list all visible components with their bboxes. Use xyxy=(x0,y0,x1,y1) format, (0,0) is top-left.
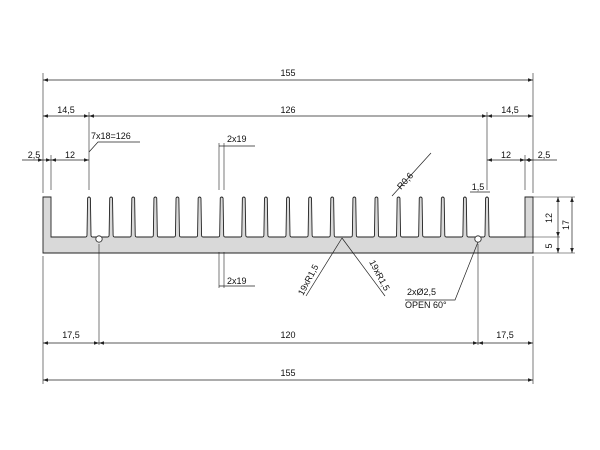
label-hole-note-1: 2xØ2,5 xyxy=(407,287,436,297)
label-fin-height: 12 xyxy=(544,213,554,223)
dimension-arrowhead xyxy=(43,78,48,82)
mount-hole-right xyxy=(474,235,482,243)
dimension-arrowhead xyxy=(89,114,94,118)
dimension-arrowhead xyxy=(43,341,48,345)
dimension-arrowhead xyxy=(528,114,533,118)
label-overall-width-bottom: 155 xyxy=(280,368,295,378)
dimension-arrowhead xyxy=(473,341,478,345)
dimension-arrowhead xyxy=(528,158,533,162)
dimension-arrowhead xyxy=(556,248,560,253)
label-hole-note-2: OPEN 60° xyxy=(405,300,447,310)
label-fin-span: 126 xyxy=(280,105,295,115)
dimension-arrowhead xyxy=(570,197,574,202)
extension-lines xyxy=(42,73,575,384)
label-slot-bottom: 2x19 xyxy=(227,276,247,286)
heatsink-outline xyxy=(42,196,534,254)
label-root-radius-right: 19xR1,5 xyxy=(367,258,392,292)
label-edge-left: 2,5 xyxy=(28,150,41,160)
mount-hole-left xyxy=(95,235,103,243)
label-margin-right-top: 14,5 xyxy=(501,105,519,115)
fin-pitch-leader xyxy=(88,141,140,153)
label-total-height: 17 xyxy=(561,220,571,230)
hole-note-leader xyxy=(405,241,479,301)
dimension-arrowhead xyxy=(84,158,89,162)
dimension-lines xyxy=(22,79,573,381)
label-fin-pitch: 7x18=126 xyxy=(91,131,131,141)
fin-radius-leader xyxy=(391,152,432,197)
dimension-arrows xyxy=(38,78,574,382)
root-radius-leader-left xyxy=(305,237,343,297)
label-margin-left-top: 14,5 xyxy=(57,105,75,115)
dimension-arrowhead xyxy=(38,158,43,162)
dimension-arrowhead xyxy=(487,114,492,118)
heatsink-profile xyxy=(42,196,534,254)
dimension-arrowhead xyxy=(43,114,48,118)
label-edge-width-right: 12 xyxy=(501,150,511,160)
dimension-arrowhead xyxy=(51,158,56,162)
label-overall-width-top: 155 xyxy=(280,68,295,78)
dimension-arrowhead xyxy=(556,197,560,202)
dimension-arrowhead xyxy=(94,341,99,345)
dimension-arrowhead xyxy=(99,341,104,345)
dimension-arrowhead xyxy=(528,378,533,382)
root-radius-leader-right xyxy=(341,237,386,297)
dimension-arrowhead xyxy=(46,158,51,162)
label-fin-thickness: 1,5 xyxy=(472,182,485,192)
label-edge-right: 2,5 xyxy=(538,150,551,160)
dimension-arrowhead xyxy=(487,158,492,162)
label-hole-margin-left: 17,5 xyxy=(62,330,80,340)
label-base-thickness: 5 xyxy=(544,243,554,248)
label-hole-margin-right: 17,5 xyxy=(496,330,514,340)
label-hole-span: 120 xyxy=(280,330,295,340)
dimension-arrowhead xyxy=(478,341,483,345)
dimension-arrowhead xyxy=(43,378,48,382)
dimension-arrowhead xyxy=(556,232,560,237)
dimension-arrowhead xyxy=(528,78,533,82)
dimension-arrowhead xyxy=(570,248,574,253)
dimension-arrowhead xyxy=(84,114,89,118)
dimension-arrowhead xyxy=(520,158,525,162)
dimension-arrowhead xyxy=(482,114,487,118)
dimension-arrowhead xyxy=(528,341,533,345)
label-edge-width-left: 12 xyxy=(65,150,75,160)
label-slot-top: 2x19 xyxy=(227,134,247,144)
